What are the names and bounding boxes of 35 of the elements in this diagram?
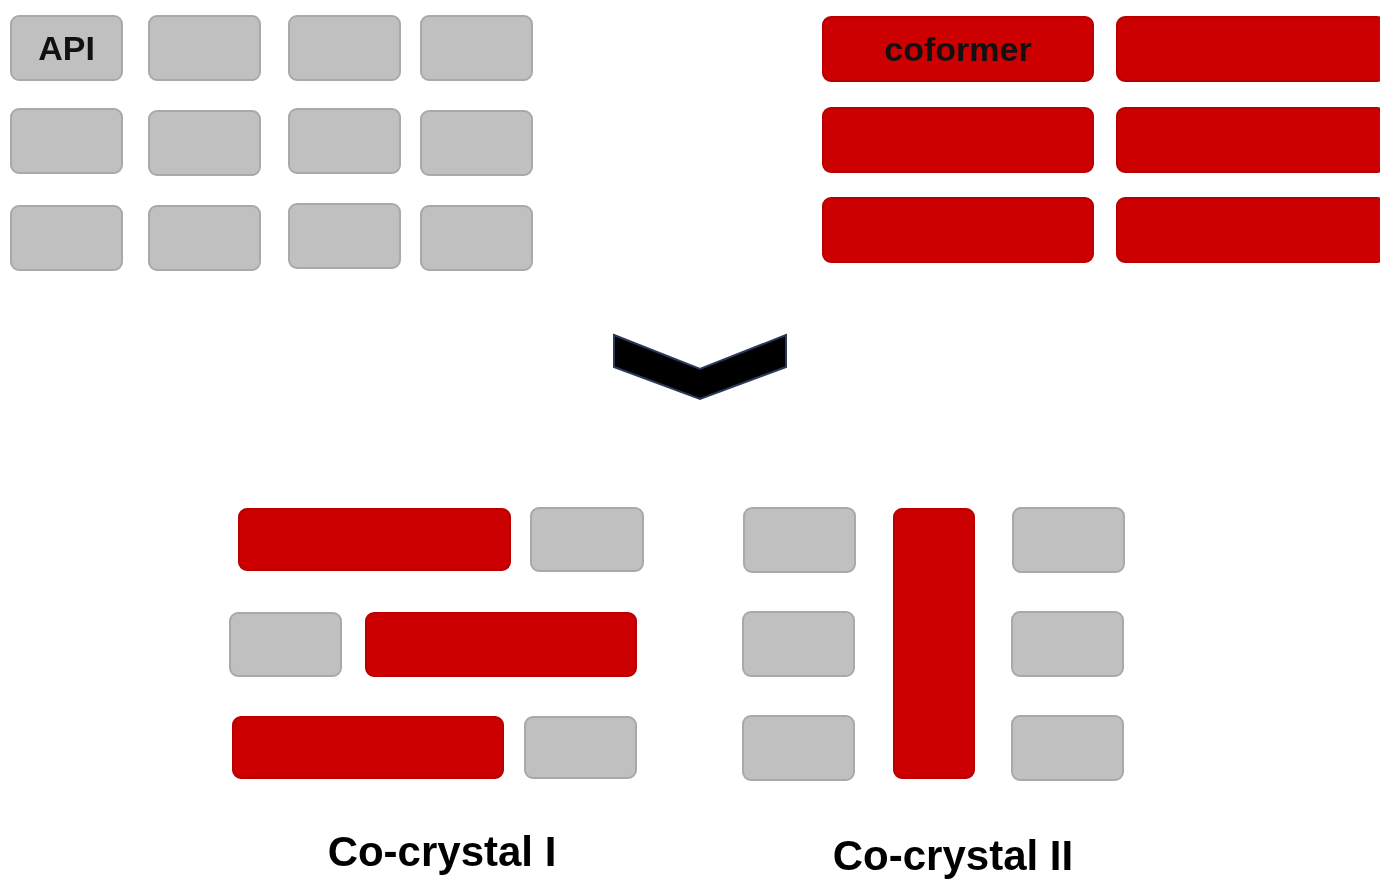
block <box>288 15 401 81</box>
caption: Co-crystal I <box>327 828 557 876</box>
block <box>10 108 123 174</box>
bar <box>1116 197 1380 263</box>
bar <box>365 612 637 677</box>
block <box>743 507 856 573</box>
block <box>229 612 342 677</box>
block <box>742 611 855 677</box>
block <box>420 110 533 176</box>
block <box>420 205 533 271</box>
block-label: API <box>38 28 95 68</box>
block <box>1012 507 1125 573</box>
block <box>524 716 637 779</box>
bar <box>1116 16 1380 82</box>
bar <box>232 716 504 779</box>
bar <box>822 197 1094 263</box>
block <box>742 715 855 781</box>
block-label: coformer <box>884 29 1032 69</box>
block <box>288 108 401 174</box>
labeled-block <box>10 15 123 81</box>
bar <box>1116 107 1380 173</box>
block <box>420 15 533 81</box>
block <box>148 205 261 271</box>
bar <box>822 107 1094 173</box>
block <box>530 507 644 572</box>
caption: Co-crystal II <box>832 832 1074 879</box>
block <box>148 110 261 176</box>
block <box>148 15 261 81</box>
block <box>288 203 401 269</box>
bar <box>893 508 975 779</box>
bar <box>238 508 511 571</box>
block <box>1011 715 1124 781</box>
labeled-block <box>822 16 1094 82</box>
block <box>10 205 123 271</box>
block <box>1011 611 1124 677</box>
